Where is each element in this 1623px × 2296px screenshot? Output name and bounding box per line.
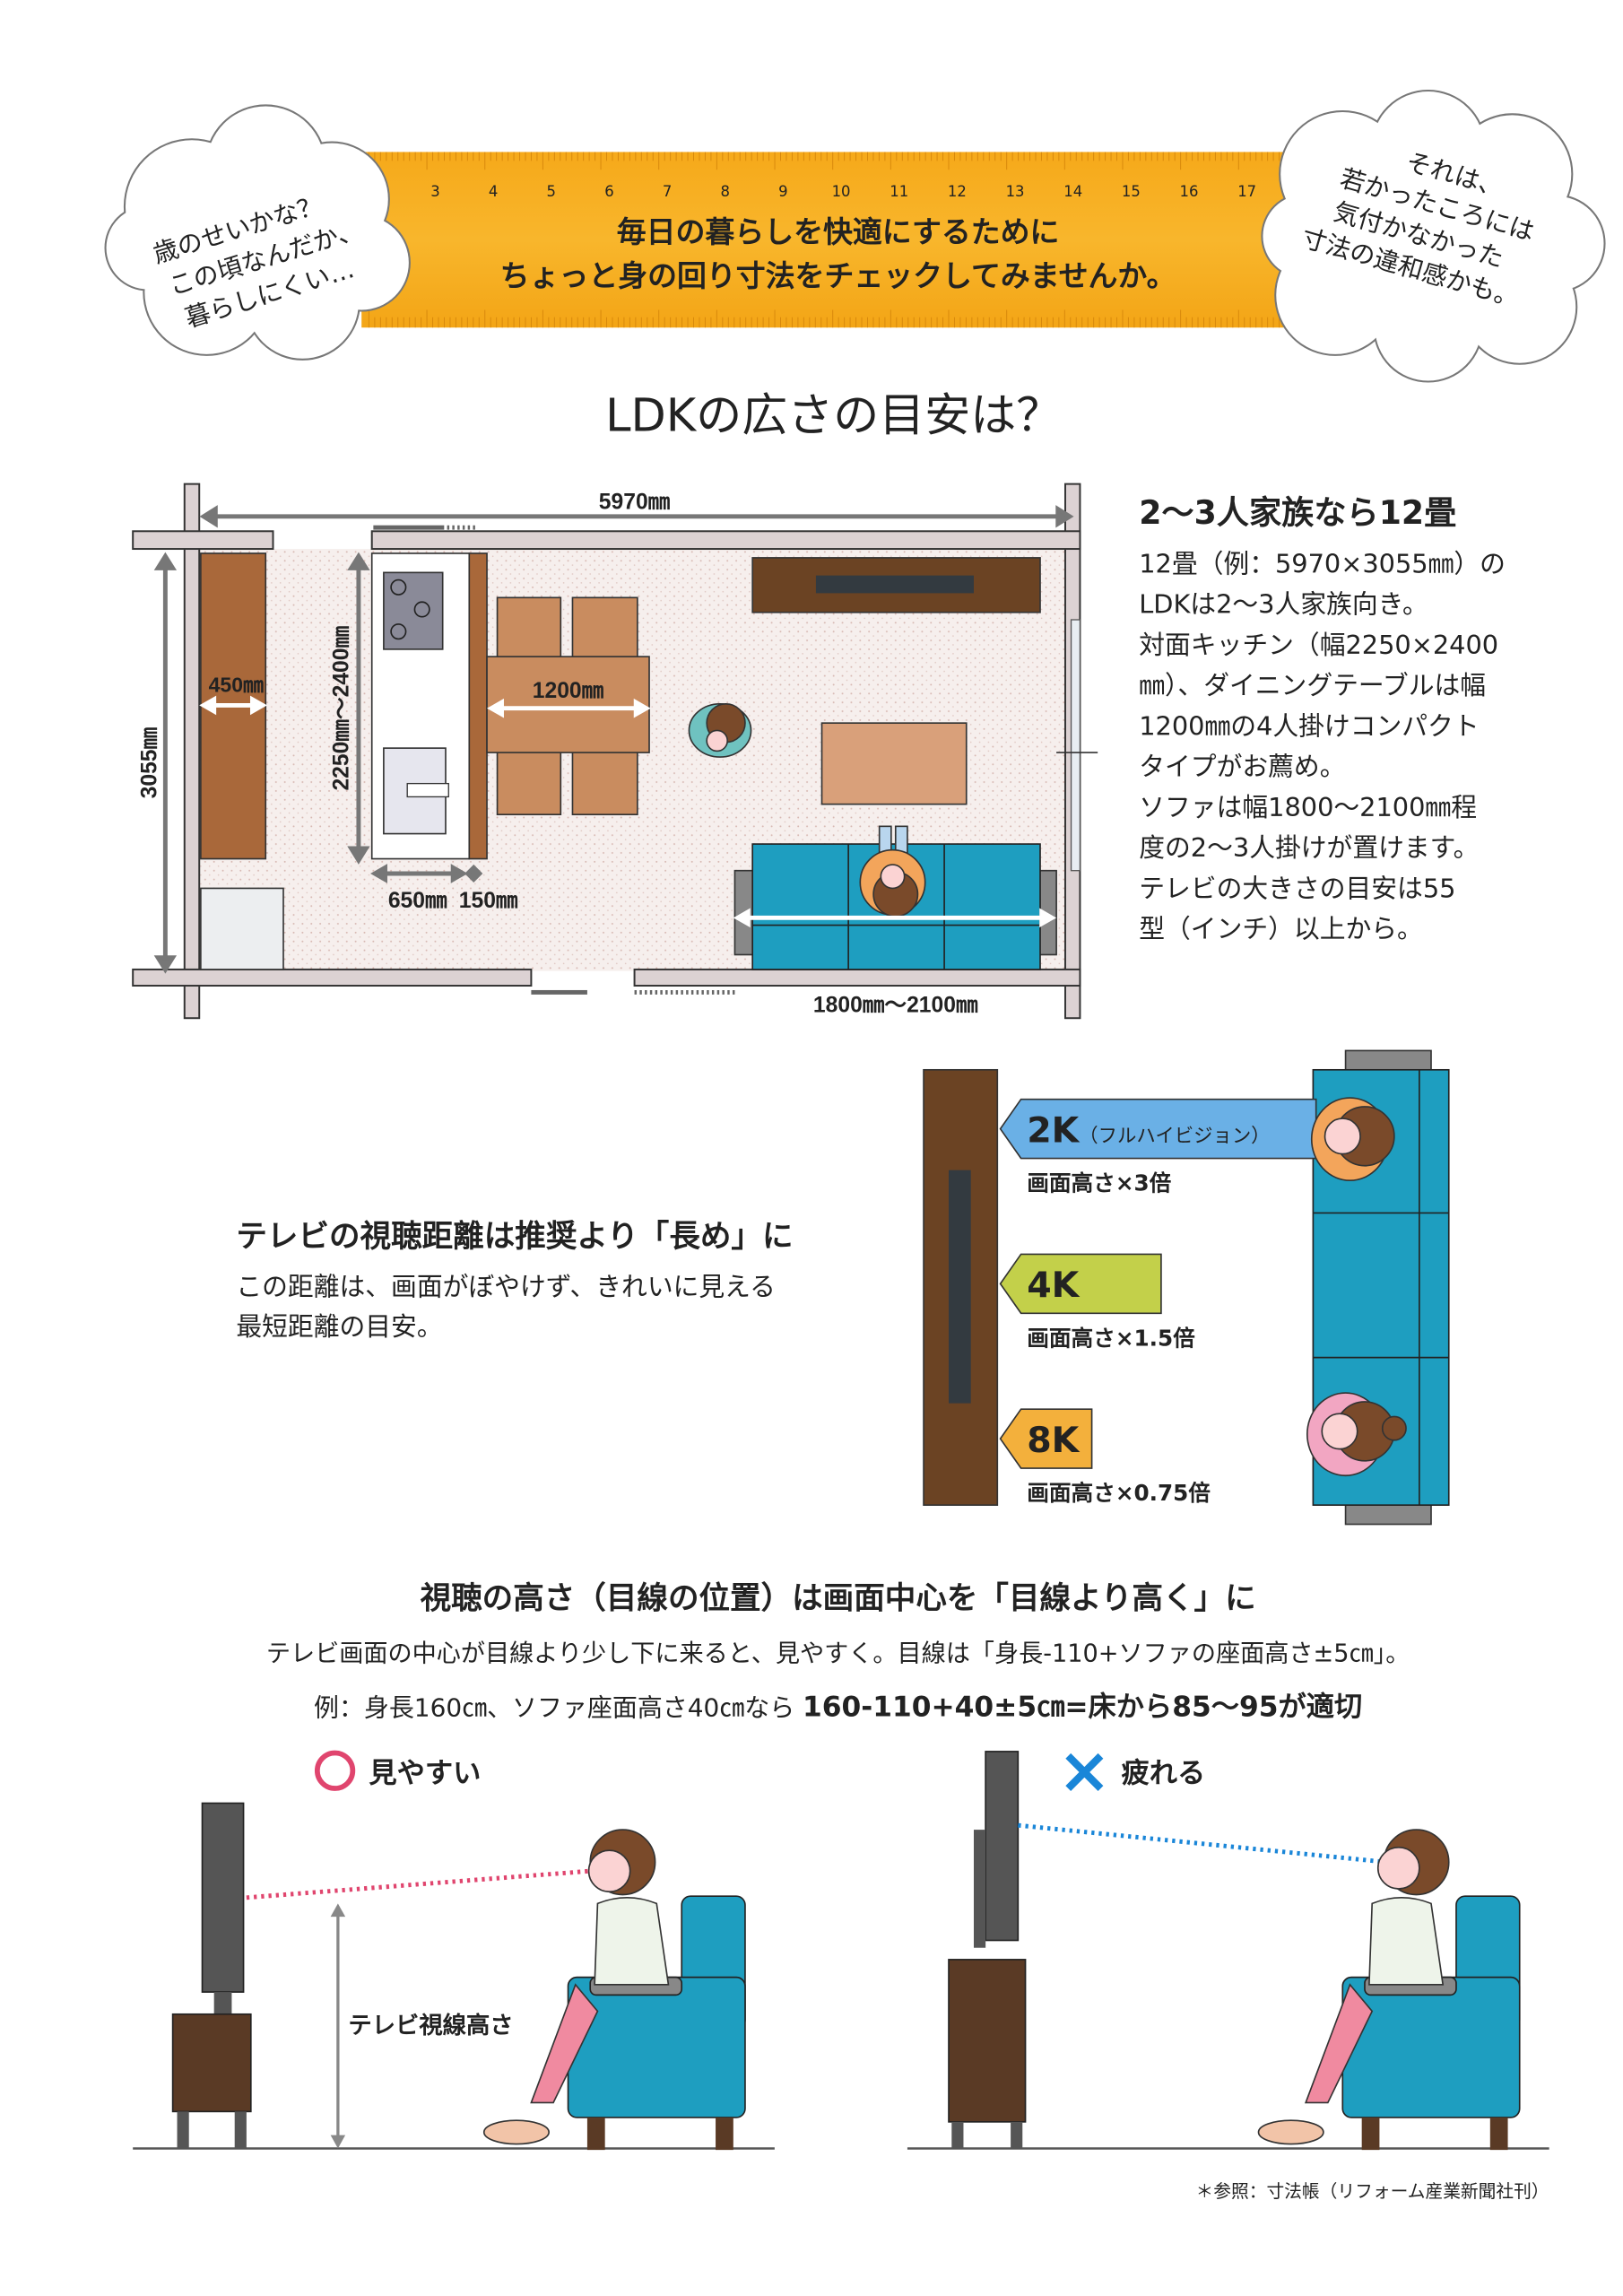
kitchen-counter: [370, 552, 488, 860]
woman-on-chair: [482, 1829, 746, 2151]
footnote: ＊参照：寸法帳（リフォーム産業新聞社刊）: [1196, 2181, 1549, 2202]
woman-figure-bottom: [1306, 1392, 1407, 1477]
resolution-2k-tag: 2K（フルハイビジョン） 画面高さ×3倍: [999, 1098, 1317, 1196]
fridge-space: [200, 887, 284, 970]
dim-width: 5970㎜: [599, 491, 671, 515]
ldk-body-line: ㎜）、ダイニングテーブルは幅: [1139, 670, 1486, 700]
resolution-name: 2K: [1027, 1109, 1080, 1151]
ruler-number: 11: [890, 183, 908, 200]
child-figure: [688, 702, 752, 758]
resolution-distance-note: 画面高さ×3倍: [1027, 1170, 1171, 1196]
distance-body-line-1: この距離は、画面がぼやけず、きれいに見える: [236, 1272, 776, 1302]
height-line-2: 例：身長160㎝、ソファ座面高さ40㎝なら 160-110+40±5㎝=床から8…: [314, 1691, 1362, 1723]
resolution-distance-note: 画面高さ×1.5倍: [1027, 1325, 1195, 1351]
ldk-body-line: 度の2〜3人掛けが置けます。: [1139, 832, 1479, 863]
ruler-number: 8: [721, 183, 730, 200]
resolution-name: 8K: [1027, 1420, 1080, 1461]
tv-side-icon: [985, 1751, 1020, 1942]
right-thought-bubble: それは、 若かったころには 気付かなかった 寸法の違和感かも。: [1261, 89, 1606, 383]
resolution-distance-note: 画面高さ×0.75倍: [1027, 1480, 1211, 1506]
ruler-number: 4: [489, 183, 498, 200]
tv-side-icon: [201, 1802, 245, 1993]
dim-table: 1200㎜: [533, 679, 604, 703]
dim-kitchen: 2250㎜〜2400㎜: [329, 626, 353, 791]
headline-line-2: ちょっと身の回り寸法をチェックしてみませんか。: [500, 258, 1176, 293]
left-thought-bubble: 歳のせいかな？ この頃なんだか、 暮らしにくい…: [104, 104, 411, 361]
ruler-number: 14: [1063, 183, 1082, 200]
ldk-body-line: テレビの大きさの目安は55: [1139, 873, 1455, 903]
floor-plan: 5970㎜ 3055㎜ 2250㎜〜2400㎜ 450㎜ 1200㎜ 650㎜ …: [132, 483, 1098, 1020]
ldk-body-line: タイプがお薦め。: [1139, 752, 1345, 782]
woman-on-chair: [1257, 1829, 1521, 2151]
circle-ok-icon: [314, 1750, 356, 1791]
distance-body-line-2: 最短距離の目安。: [236, 1311, 442, 1342]
ldk-body-line: 対面キッチン（幅2250×2400: [1139, 630, 1498, 660]
resolution-label: 2K（フルハイビジョン）: [1027, 1109, 1270, 1151]
ldk-body-line: LDKは2〜3人家族向き。: [1139, 589, 1428, 620]
dim-depth: 3055㎜: [138, 726, 162, 798]
ruler-number: 10: [832, 183, 851, 200]
window: [1070, 619, 1081, 872]
adult-figure-top: [1310, 1097, 1395, 1182]
coffee-table: [820, 722, 968, 805]
good-viewing-illustration: 見やすい テレビ視線高さ: [133, 1750, 775, 2151]
ruler-number: 3: [430, 183, 439, 200]
resolution-label: 4K: [1027, 1265, 1080, 1306]
ruler-number: 13: [1006, 183, 1025, 200]
height-example-prefix: 例：身長160㎝、ソファ座面高さ40㎝なら: [314, 1692, 803, 1722]
resolution-4k-tag: 4K 画面高さ×1.5倍: [999, 1253, 1195, 1351]
adult-figure: [859, 825, 926, 918]
ldk-title: LDKの広さの目安は？: [605, 389, 1062, 442]
ruler-number: 6: [604, 183, 613, 200]
ldk-description: 2〜3人家族なら12畳 12畳（例：5970×3055㎜）の LDKは2〜3人家族…: [1139, 493, 1506, 944]
dim-sofa: 1800㎜〜2100㎜: [813, 994, 978, 1018]
ruler-number: 15: [1122, 183, 1141, 200]
eye-height-label: テレビ視線高さ: [348, 2012, 513, 2039]
height-line-1: テレビ画面の中心が目線より少し下に来ると、見やすく。目線は「身長-110+ソファ…: [266, 1640, 1410, 1668]
bad-label: 疲れる: [1122, 1757, 1206, 1789]
headline-line-1: 毎日の暮らしを快適にするために: [617, 214, 1060, 249]
resolution-name: 4K: [1027, 1265, 1080, 1306]
viewing-distance-diagram: 2K（フルハイビジョン） 画面高さ×3倍 4K 画面高さ×1.5倍 8K 画面高さ×0.7…: [923, 1049, 1450, 1526]
tv-icon: [815, 575, 974, 594]
ldk-body-line: ソファは幅1800〜2100㎜程: [1139, 792, 1477, 822]
dining-set: [486, 596, 650, 815]
ldk-body-line: 1200㎜の4人掛けコンパクト: [1139, 710, 1479, 741]
height-heading: 視聴の高さ（目線の位置）は画面中心を「目線より高く」に: [421, 1580, 1256, 1616]
ruler-number: 5: [547, 183, 556, 200]
resolution-sub: （フルハイビジョン）: [1079, 1125, 1270, 1147]
ruler-number: 12: [948, 183, 967, 200]
ruler-number: 17: [1237, 183, 1256, 200]
height-example-formula: 160-110+40±5㎝=床から85〜95が適切: [803, 1691, 1362, 1723]
dim-counter-edge: 150㎜: [459, 889, 518, 913]
resolution-8k-tag: 8K 画面高さ×0.75倍: [999, 1408, 1211, 1506]
dim-counter: 650㎜: [388, 889, 447, 913]
dim-shelf: 450㎜: [209, 674, 264, 697]
bad-viewing-illustration: 疲れる: [907, 1751, 1549, 2151]
ruler-number: 16: [1180, 183, 1199, 200]
ldk-body-line: 12畳（例：5970×3055㎜）の: [1139, 548, 1506, 578]
ruler-number: 7: [663, 183, 672, 200]
good-label: 見やすい: [369, 1757, 481, 1789]
ldk-heading: 2〜3人家族なら12畳: [1139, 493, 1456, 532]
tv-icon: [949, 1170, 971, 1404]
ldk-body-line: 型（インチ）以上から。: [1139, 914, 1423, 944]
resolution-label: 8K: [1027, 1420, 1080, 1461]
cross-ng-icon: [1065, 1752, 1104, 1791]
distance-heading: テレビの視聴距離は推奨より「長め」に: [236, 1219, 793, 1255]
ruler-number: 9: [778, 183, 787, 200]
